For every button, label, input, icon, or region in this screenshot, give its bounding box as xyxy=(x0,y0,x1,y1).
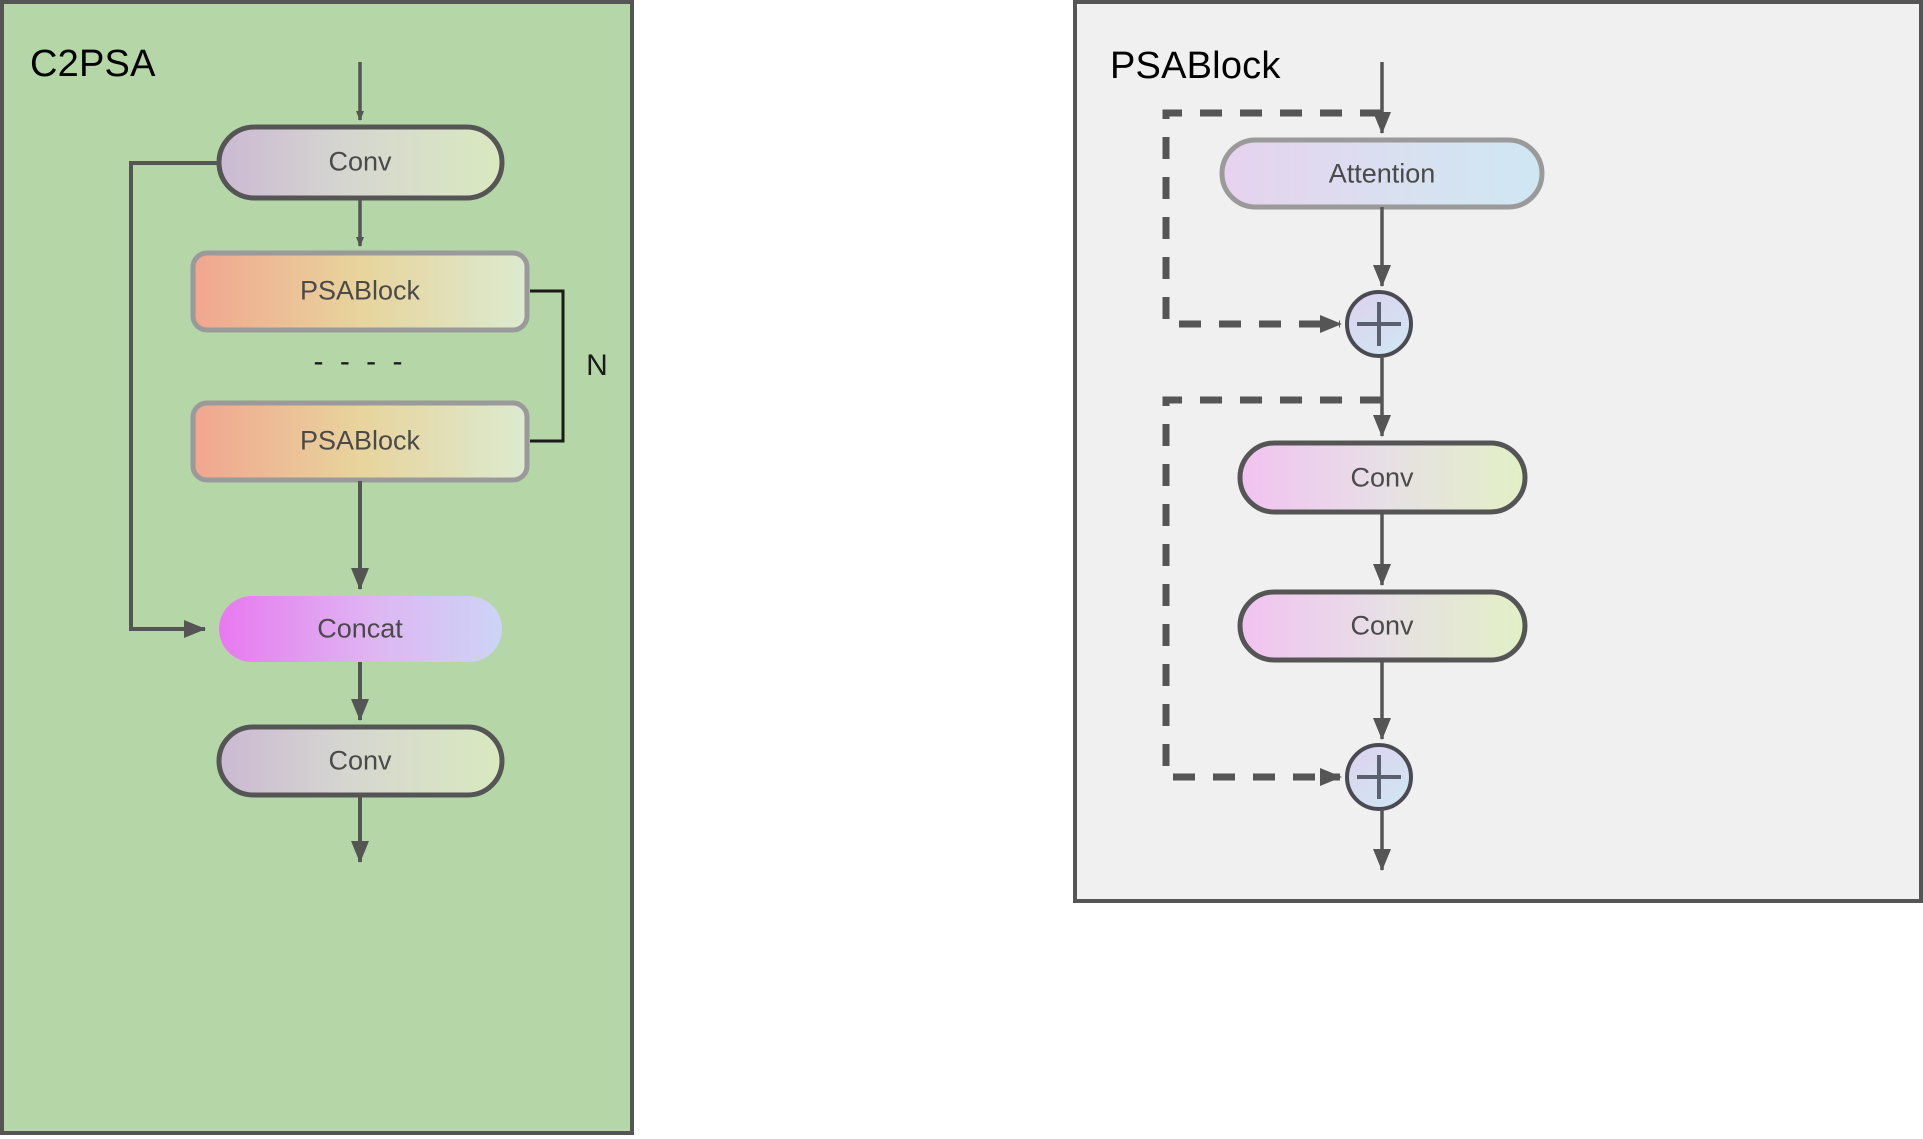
node-conv-right-1[interactable] xyxy=(1237,440,1528,515)
node-psablock-2[interactable] xyxy=(190,400,530,483)
panel-title-psablock: PSABlock xyxy=(1110,45,1281,87)
dashed-skip-2-path xyxy=(1162,396,1382,786)
node-conv-right-2[interactable] xyxy=(1237,589,1528,663)
skip-conv-top-to-concat xyxy=(129,161,221,638)
label-repeat-n: N xyxy=(586,349,608,382)
node-concat[interactable] xyxy=(219,596,502,662)
dashed-skip-1 xyxy=(1162,109,1382,333)
node-attention[interactable] xyxy=(1219,137,1545,210)
node-conv-top[interactable] xyxy=(216,124,505,201)
panel-title-c2psa: C2PSA xyxy=(30,43,156,85)
node-psablock-1[interactable] xyxy=(190,250,530,333)
repeat-bracket xyxy=(530,289,565,443)
node-conv-bottom[interactable] xyxy=(216,724,505,798)
